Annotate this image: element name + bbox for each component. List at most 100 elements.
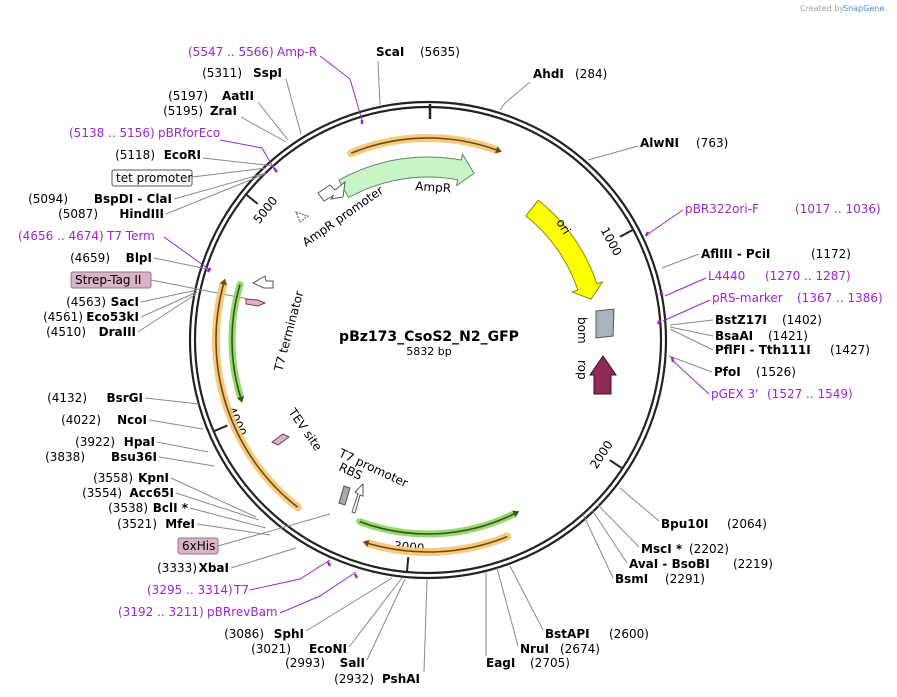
site-pos-avai-bsobi: (2219) bbox=[733, 557, 773, 571]
leader-primer-t7-term bbox=[163, 236, 211, 271]
leader-pflfi-tth111i bbox=[669, 328, 714, 351]
site-pos-msci: (2202) bbox=[689, 542, 729, 556]
site-draiii: DraIII bbox=[99, 325, 136, 339]
site-eco53ki: Eco53kI bbox=[86, 310, 139, 324]
primer-t7-term: T7 Term bbox=[106, 229, 155, 243]
site-sphi: SphI bbox=[274, 627, 304, 641]
leader-mfei bbox=[196, 523, 271, 536]
leader-kpni bbox=[170, 477, 257, 518]
leader-eco53ki bbox=[140, 291, 198, 318]
site-bsrgi: BsrGI bbox=[106, 391, 143, 405]
leader-bsrgi bbox=[144, 397, 200, 405]
primer-range-amp-r: (5547 .. 5566) bbox=[188, 45, 274, 59]
site-pos-hindiii: (5087) bbox=[58, 207, 98, 221]
leader-ecori bbox=[202, 157, 275, 167]
site-nrui: NruI bbox=[520, 642, 549, 656]
primer-t7: T7 bbox=[233, 583, 249, 597]
strep-tag-feature bbox=[245, 298, 267, 307]
site-pos-ncoi: (4022) bbox=[61, 413, 101, 427]
leader-acc65i bbox=[175, 492, 260, 521]
bottom-orange-arc-head bbox=[362, 540, 370, 547]
primer-ring-mark-5 bbox=[656, 319, 662, 325]
ampr-promoter-arrow bbox=[317, 180, 346, 202]
tev-site-label: TEV site bbox=[285, 405, 325, 454]
primer-ring-mark-6 bbox=[670, 356, 675, 363]
site-pos-mfei: (3521) bbox=[117, 517, 157, 531]
leader-primer-amp-r bbox=[319, 55, 363, 121]
t7-terminator-small-arrow bbox=[251, 275, 274, 289]
tick-label-2000: 2000 bbox=[587, 438, 616, 471]
ampr-arrow bbox=[338, 152, 475, 199]
site-pos-sphi: (3086) bbox=[224, 627, 264, 641]
site-pos-eagi: (2705) bbox=[530, 656, 570, 670]
leader-primer-l4440 bbox=[664, 277, 707, 297]
site-scai: ScaI bbox=[376, 45, 404, 59]
leader-bsaai bbox=[669, 326, 714, 337]
ampr-label: AmpR bbox=[415, 179, 452, 195]
leader-econi bbox=[348, 577, 403, 648]
site-xbai: XbaI bbox=[199, 561, 229, 575]
leader-scai bbox=[377, 60, 381, 106]
primer-prs-marker: pRS-marker bbox=[712, 291, 783, 305]
site-sali: SalI bbox=[340, 656, 365, 670]
backbone-outer-ring bbox=[188, 100, 668, 580]
primer-pbrrevbam: pBRrevBam bbox=[207, 605, 278, 619]
site-pos-econi: (3021) bbox=[251, 642, 291, 656]
tick-label-5000: 5000 bbox=[251, 194, 281, 227]
leader-alwni bbox=[587, 145, 639, 161]
leader-afliii-pcii bbox=[661, 253, 700, 269]
leader-primer-t7 bbox=[249, 559, 331, 591]
t7-promoter-arrow bbox=[351, 482, 364, 514]
tick-mark-4000 bbox=[214, 424, 228, 432]
leader-hpai bbox=[156, 441, 209, 453]
site-msci: MscI * bbox=[641, 542, 683, 556]
site-bsmi: BsmI bbox=[615, 572, 648, 586]
leader-bspdi-clai bbox=[173, 172, 267, 200]
leader-bsu36i bbox=[158, 456, 215, 467]
site-pos-xbai: (3333) bbox=[157, 561, 197, 575]
primer-pgex-3: pGEX 3' bbox=[711, 387, 758, 401]
leader-box-tet-promoter bbox=[191, 167, 267, 178]
site-saci: SacI bbox=[111, 295, 139, 309]
site-pos-scai: (5635) bbox=[420, 45, 460, 59]
leader-bstz17i bbox=[669, 319, 714, 326]
leader-box-strep-tag bbox=[150, 279, 249, 300]
primer-ring-mark-7 bbox=[326, 561, 332, 567]
leader-box-his-tag bbox=[217, 513, 331, 547]
site-pos-sali: (2993) bbox=[285, 656, 325, 670]
site-pos-sspi: (5311) bbox=[202, 66, 242, 80]
site-pos-alwni: (763) bbox=[696, 136, 728, 150]
left-orange-arc-head bbox=[220, 278, 227, 286]
site-pos-bcli: (3538) bbox=[108, 501, 148, 515]
primer-range-pgex-3: (1527 .. 1549) bbox=[767, 387, 853, 401]
leader-pfoi bbox=[668, 355, 713, 373]
rop-label: rop bbox=[575, 360, 589, 380]
site-pos-acc65i: (3554) bbox=[82, 486, 122, 500]
leader-ahdi bbox=[499, 81, 531, 111]
rbs-feature bbox=[338, 485, 351, 506]
site-ecori: EcoRI bbox=[164, 148, 201, 162]
site-pos-pshai: (2932) bbox=[334, 672, 374, 686]
leader-msci bbox=[597, 504, 640, 548]
primer-range-t7-term: (4656 .. 4674) bbox=[18, 229, 104, 243]
plasmid-name: pBz173_CsoS2_N2_GFP bbox=[339, 329, 519, 345]
site-bcli: BclI * bbox=[153, 501, 189, 515]
tick-mark-5000 bbox=[246, 194, 259, 205]
site-pos-afliii-pcii: (1172) bbox=[811, 247, 851, 261]
primer-pbr322ori-f: pBR322ori-F bbox=[685, 202, 759, 216]
site-afliii-pcii: AflIII - PciI bbox=[701, 247, 770, 261]
t7-terminator-label: T7 terminator bbox=[271, 289, 306, 373]
leader-pshai bbox=[423, 579, 428, 673]
site-bstapi: BstAPI bbox=[545, 627, 590, 641]
site-pos-ecori: (5118) bbox=[115, 148, 155, 162]
site-alwni: AlwNI bbox=[640, 136, 679, 150]
leader-ncoi bbox=[148, 419, 204, 430]
leader-draiii bbox=[137, 293, 197, 333]
feature-arrows bbox=[212, 134, 617, 556]
site-bsaai: BsaAI bbox=[715, 329, 753, 343]
site-ncoi: NcoI bbox=[117, 413, 147, 427]
leader-hindiii bbox=[165, 173, 266, 215]
box-strep-tag bbox=[70, 271, 152, 289]
leader-primer-pbrrevbam bbox=[279, 571, 357, 614]
